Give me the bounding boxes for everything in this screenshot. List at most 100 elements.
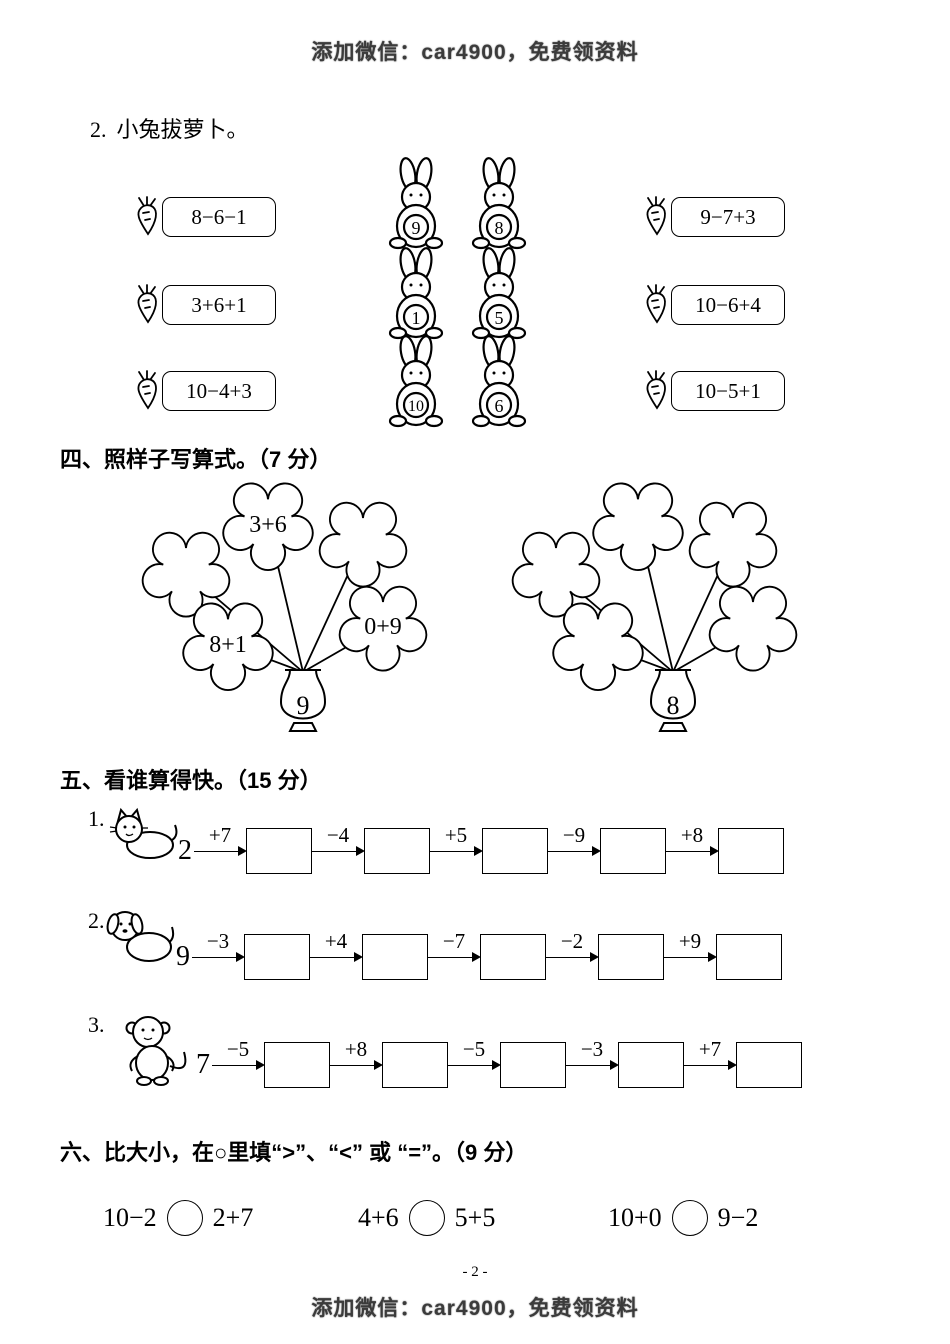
operation-label: +9 [678,929,702,953]
answer-blank[interactable] [500,1042,566,1088]
calc-chain-row-1: 2 +7 −4 +5 −9 +8 [178,823,784,876]
arrow-right-icon: +8 [330,1037,382,1090]
answer-blank[interactable] [364,828,430,874]
match-box-right-3[interactable]: 10−5+1 [640,370,785,412]
rabbit-icon[interactable]: 8 [466,156,532,250]
expression-box: 10−4+3 [162,371,276,411]
comparison-1: 10−2 2+7 [103,1200,253,1236]
rabbit-icon[interactable]: 1 [383,246,449,340]
vase-shape [279,669,327,732]
rabbit-number: 6 [495,396,504,416]
operation-label: +8 [680,823,704,847]
operation-label: −3 [206,929,230,953]
answer-blank[interactable] [600,828,666,874]
chain-start-number: 2 [178,835,192,866]
flower-shape [338,585,428,672]
match-box-right-1[interactable]: 9−7+3 [640,196,785,238]
cat-icon [109,807,178,859]
arrow-right-icon: +4 [310,929,362,982]
rabbit-icon[interactable]: 9 [383,156,449,250]
flower-shape-empty[interactable] [708,585,798,672]
operation-label: +7 [208,823,232,847]
operation-label: +7 [698,1037,722,1061]
answer-blank[interactable] [480,934,546,980]
answer-blank[interactable] [618,1042,684,1088]
flower-expression: 8+1 [209,632,247,658]
operation-label: −9 [562,823,586,847]
page-number: - 2 - [462,1264,488,1280]
section-6-title: 六、比大小，在○里填“>”、“<” 或 “=”。（9 分） [60,1140,528,1165]
arrow-right-icon: +7 [684,1037,736,1090]
comparison-2: 4+6 5+5 [358,1200,495,1236]
comparison-circle[interactable] [671,1200,708,1236]
operation-label: −2 [560,929,584,953]
carrot-icon [137,370,157,410]
answer-blank[interactable] [244,934,310,980]
rabbit-number: 8 [495,218,504,238]
match-box-right-2[interactable]: 10−6+4 [640,284,785,326]
question-2-heading: 2.小兔拔萝卜。 [90,112,249,144]
operation-label: −5 [226,1037,250,1061]
row-number: 3. [88,1012,105,1037]
watermark-top: 添加微信：car4900，免费领资料 [311,41,639,64]
expression-box: 8−6−1 [162,197,276,237]
flower-shape-empty[interactable] [688,501,778,588]
arrow-right-icon: −3 [566,1037,618,1090]
answer-blank[interactable] [736,1042,802,1088]
flower-shape-empty[interactable] [318,501,408,588]
match-box-left-3[interactable]: 10−4+3 [131,370,276,412]
answer-blank[interactable] [246,828,312,874]
dog-icon [106,911,175,962]
match-box-left-1[interactable]: 8−6−1 [131,196,276,238]
chain-start-number: 7 [196,1049,210,1080]
expression-box: 10−5+1 [671,371,785,411]
question-number: 2. [90,117,107,142]
row-number: 2. [88,908,105,933]
flower-shape [222,482,314,572]
arrow-right-icon: +5 [430,823,482,876]
answer-blank[interactable] [598,934,664,980]
flower-expression: 0+9 [364,614,402,640]
calc-chain-row-2: 9 −3 +4 −7 −2 +9 [176,929,782,982]
carrot-icon [646,284,666,324]
bouquet-left: 3+6 8+1 0+9 9 [141,482,428,732]
rabbit-number: 1 [412,308,421,328]
answer-blank[interactable] [382,1042,448,1088]
rabbit-icon[interactable]: 5 [466,246,532,340]
operation-label: −3 [580,1037,604,1061]
flower-shape [182,602,274,692]
calc-chain-row-3: 7 −5 +8 −5 −3 +7 [196,1037,802,1090]
section-4-title: 四、照样子写算式。（7 分） [60,447,332,472]
carrot-icon [137,196,157,236]
comparison-right-expression: 5+5 [454,1203,496,1232]
operation-label: +8 [344,1037,368,1061]
flower-shape-empty[interactable] [552,602,644,692]
operation-label: +5 [444,823,468,847]
answer-blank[interactable] [264,1042,330,1088]
match-box-left-2[interactable]: 3+6+1 [131,284,276,326]
answer-blank[interactable] [482,828,548,874]
flower-shape-empty[interactable] [511,531,601,618]
rabbit-icon[interactable]: 6 [466,334,532,428]
comparison-circle[interactable] [408,1200,445,1236]
flower-shape-empty[interactable] [592,482,684,572]
rabbit-number: 10 [408,398,424,415]
rabbit-number: 9 [412,218,421,238]
expression-box: 9−7+3 [671,197,785,237]
carrot-icon [646,196,666,236]
row-number: 1. [88,806,105,831]
arrow-right-icon: +8 [666,823,718,876]
expression-box: 10−6+4 [671,285,785,325]
comparison-right-expression: 9−2 [717,1203,759,1232]
answer-blank[interactable] [716,934,782,980]
watermark-bottom: 添加微信：car4900，免费领资料 [311,1297,639,1320]
answer-blank[interactable] [362,934,428,980]
operation-label: −4 [326,823,350,847]
arrow-right-icon: −5 [448,1037,500,1090]
flower-shape-empty[interactable] [141,531,231,618]
rabbit-icon[interactable]: 10 [383,334,449,428]
comparison-left-expression: 10−2 [103,1203,157,1232]
comparison-circle[interactable] [166,1200,203,1236]
answer-blank[interactable] [718,828,784,874]
monkey-icon [125,1016,187,1086]
